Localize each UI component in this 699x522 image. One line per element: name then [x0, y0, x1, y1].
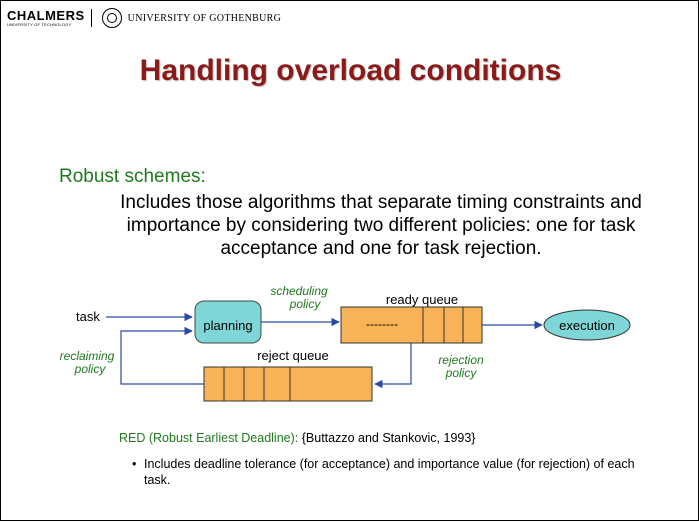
description-text: Includes those algorithms that separate …: [120, 192, 642, 259]
ready-queue-label: ready queue: [386, 292, 458, 307]
reclaiming-arrow: [120, 326, 204, 385]
planning-label: planning: [203, 318, 252, 333]
ready-queue-slot: [422, 306, 445, 344]
reject-queue-slot: [223, 366, 245, 402]
reject-queue-slot: [263, 366, 291, 402]
red-heading: RED (Robust Earliest Deadline): {Buttazz…: [119, 431, 475, 445]
chalmers-logo-text: CHALMERS: [7, 8, 85, 23]
rejection-policy-label-line1: rejection: [438, 353, 484, 367]
slide-title: Handling overload conditions: [139, 54, 562, 87]
ready-queue-slot: [443, 306, 464, 344]
reject-queue-label: reject queue: [257, 348, 329, 363]
bullet-dot-icon: •: [132, 457, 137, 471]
gothenburg-logo-text: UNIVERSITY OF GOTHENBURG: [127, 12, 282, 24]
subheading: Robust schemes:: [59, 166, 206, 187]
task-label: task: [76, 309, 100, 324]
chalmers-logo: CHALMERS UNIVERSITY OF TECHNOLOGY: [7, 9, 85, 27]
reject-queue-slot-wide: [289, 366, 373, 402]
red-label: RED (Robust Earliest Deadline):: [119, 431, 299, 445]
red-bullet: • Includes deadline tolerance (for accep…: [132, 456, 644, 488]
ready-queue-dashes: --------: [366, 317, 398, 331]
reject-queue: [203, 366, 373, 402]
rejection-arrow: [374, 343, 412, 389]
ready-queue-slot-dashed: [340, 306, 424, 344]
header-divider: [90, 9, 92, 27]
reject-queue-slot: [203, 366, 225, 402]
chalmers-logo-subtext: UNIVERSITY OF TECHNOLOGY: [7, 22, 72, 27]
red-bullet-text: Includes deadline tolerance (for accepta…: [144, 457, 635, 487]
scheduling-policy-label-line1: scheduling: [270, 284, 328, 298]
rejection-policy-label-line2: policy: [445, 366, 478, 380]
university-seal-icon: [101, 8, 122, 28]
ready-queue-slot: [462, 306, 483, 344]
execution-label: execution: [559, 318, 615, 333]
red-citation: {Buttazzo and Stankovic, 1993}: [301, 431, 476, 445]
header: CHALMERS UNIVERSITY OF TECHNOLOGY UNIVER…: [7, 6, 281, 30]
execution-ellipse: [543, 309, 631, 341]
ready-queue: [340, 306, 483, 344]
reject-queue-slot: [243, 366, 265, 402]
scheduling-policy-label-line2: policy: [289, 297, 322, 311]
reclaiming-policy-label-line1: reclaiming: [60, 349, 115, 363]
reclaiming-policy-label-line2: policy: [74, 362, 107, 376]
